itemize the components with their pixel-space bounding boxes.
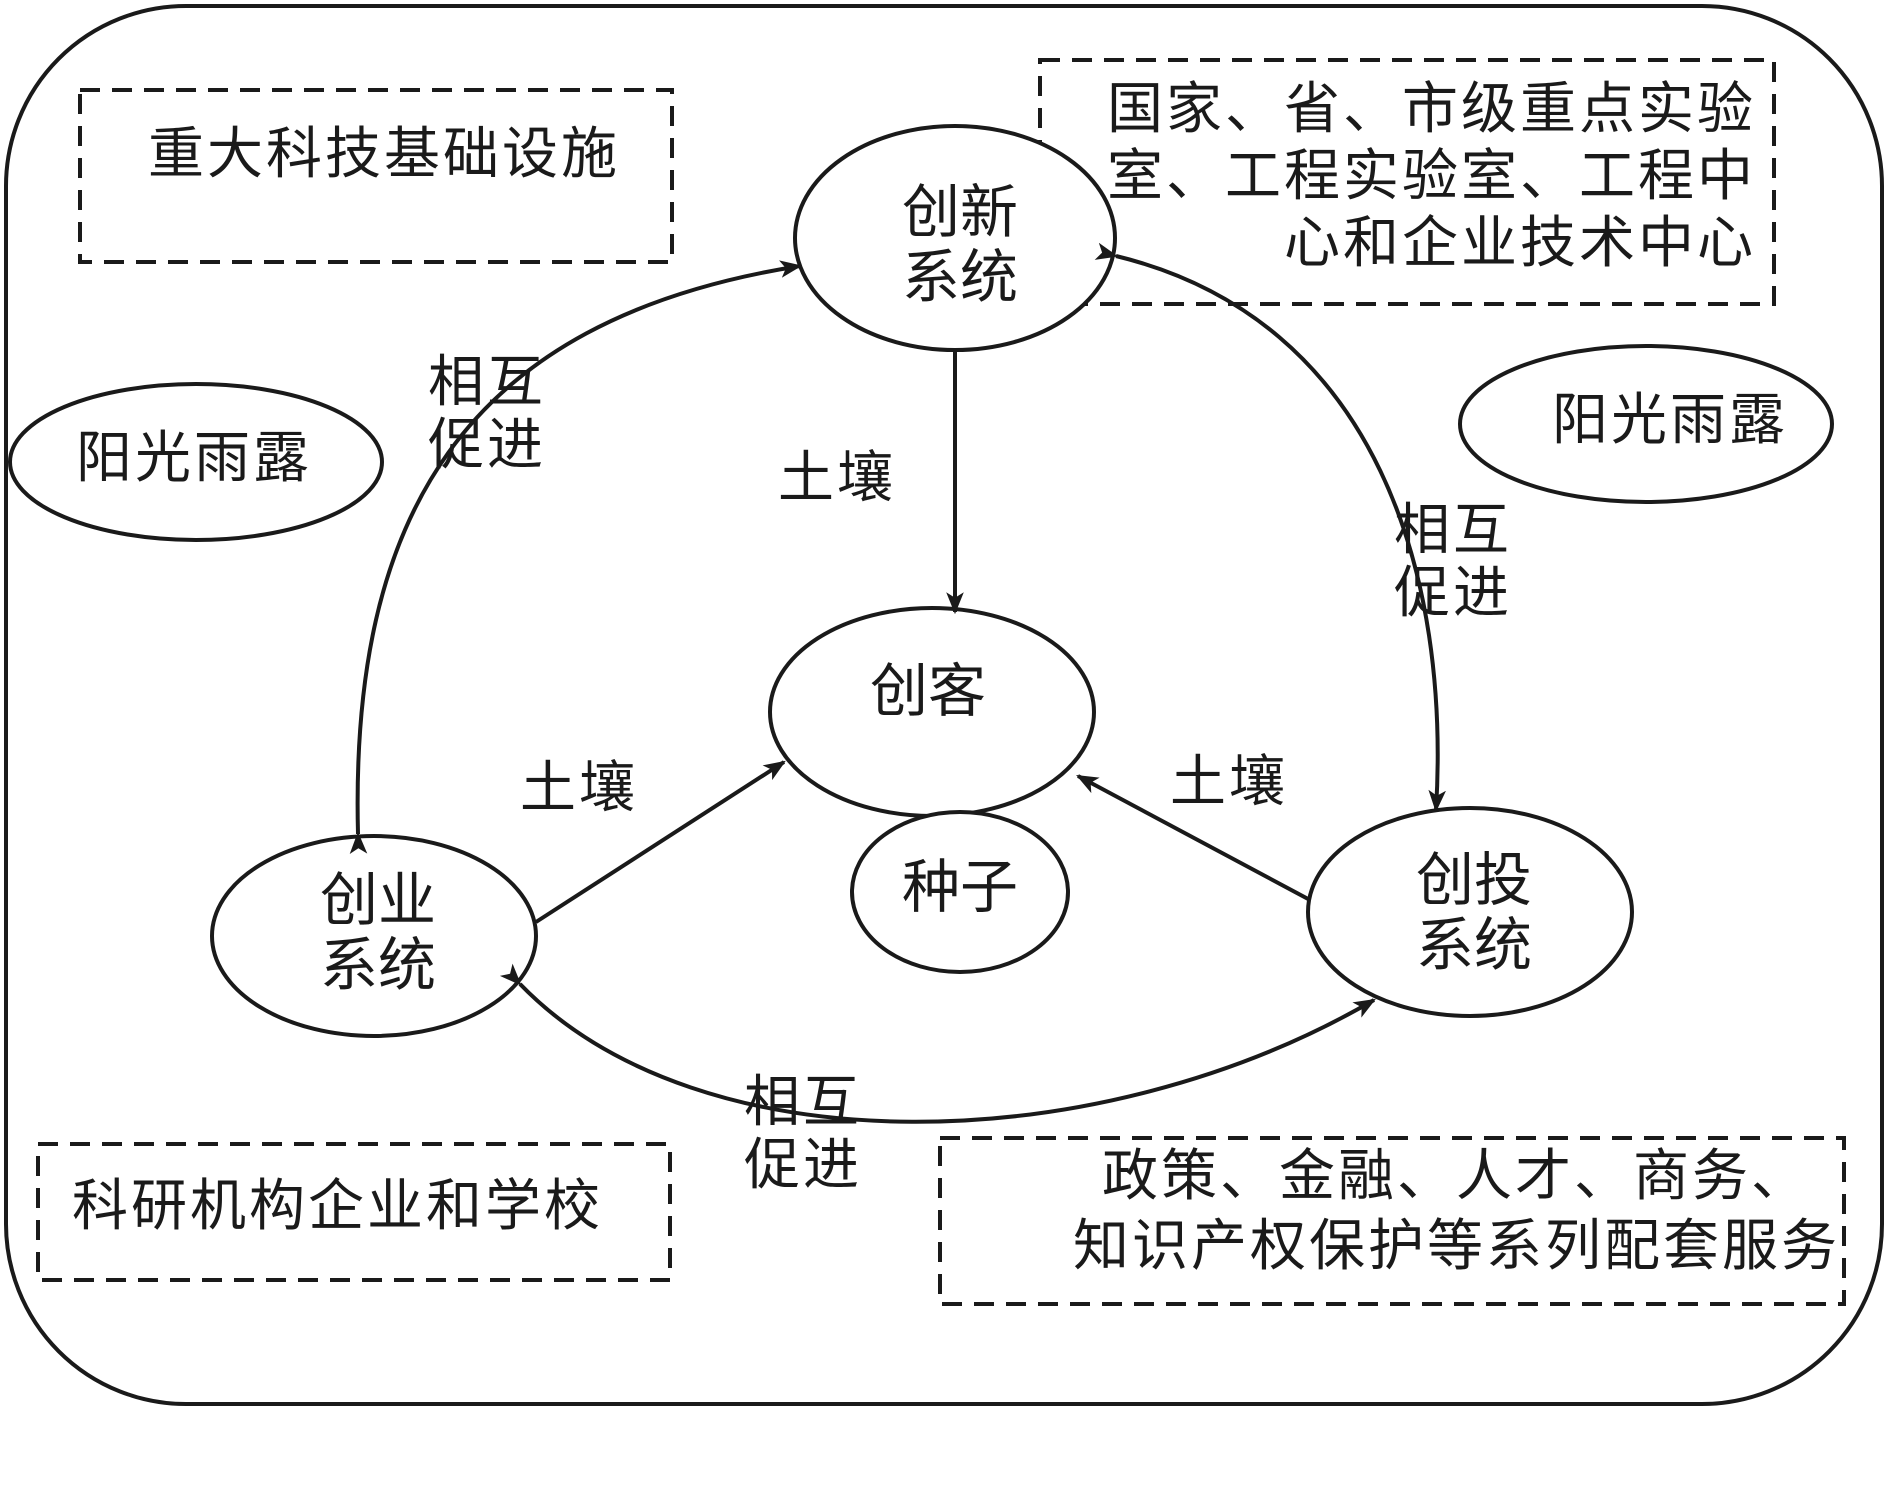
node-venture-ellipse	[1306, 806, 1634, 1018]
edge-mutual-bottom-line-1: 相互	[744, 1070, 862, 1135]
box-labs-line-3: 心和企业技术中心	[1284, 211, 1756, 277]
outer-frame	[4, 4, 1884, 1406]
arrow-startup-venture	[499, 963, 1376, 1124]
box-services-border	[938, 1136, 1846, 1306]
box-institutions-text: 科研机构企业和学校	[72, 1174, 603, 1239]
edge-mutual-left-line-2: 促进	[428, 412, 546, 478]
box-labs-line-2: 室、工程实验室、工程中	[1107, 144, 1756, 210]
box-labs-line-1: 国家、省、市级重点实验	[1107, 77, 1756, 142]
node-maker-label: 创客	[869, 657, 986, 725]
node-innovation-line-1: 创新	[901, 178, 1018, 246]
node-venture-line-2: 系统	[1415, 910, 1532, 979]
box-services-line-1: 政策、金融、人才、商务、	[1102, 1144, 1810, 1209]
node-startup-line-1: 创业	[319, 866, 436, 934]
box-infrastructure-text: 重大科技基础设施	[148, 122, 620, 187]
edge-soil-right-label: 土壤	[1170, 750, 1288, 815]
box-services-text: 政策、金融、人才、商务、 知识产权保护等系列配套服务	[1073, 1142, 1840, 1282]
arrow-innovation-startup	[349, 260, 803, 855]
arrow-innovation-venture	[1094, 242, 1446, 813]
edge-mutual-left-label: 相互 促进	[428, 350, 546, 478]
node-venture-label: 创投 系统	[1394, 848, 1554, 978]
box-labs-text: 国家、省、市级重点实验 室、工程实验室、工程中 心和企业技术中心	[1107, 76, 1756, 278]
node-sunshine-right-label: 阳光雨露	[1552, 388, 1788, 453]
node-sunshine-right-ellipse	[1458, 344, 1834, 504]
node-sunshine-left-label: 阳光雨露	[76, 426, 312, 491]
edge-mutual-right-line-2: 促进	[1394, 560, 1512, 626]
node-seed-label: 种子	[901, 853, 1018, 921]
edge-mutual-right-line-1: 相互	[1394, 498, 1512, 563]
node-innovation-line-2: 系统	[901, 242, 1018, 311]
edge-mutual-bottom-line-2: 促进	[744, 1132, 862, 1198]
edge-soil-left-label: 土壤	[520, 756, 638, 821]
edge-mutual-bottom-label: 相互 促进	[744, 1070, 862, 1198]
node-startup-line-2: 系统	[319, 930, 436, 999]
node-startup-label: 创业 系统	[298, 868, 458, 998]
edge-mutual-left-line-1: 相互	[428, 350, 546, 415]
edge-soil-top-label: 土壤	[778, 446, 896, 511]
node-venture-line-1: 创投	[1415, 846, 1532, 914]
node-innovation-label: 创新 系统	[880, 180, 1040, 310]
box-services-line-2: 知识产权保护等系列配套服务	[1073, 1214, 1840, 1279]
node-innovation-ellipse	[793, 124, 1117, 352]
edge-mutual-right-label: 相互 促进	[1394, 498, 1512, 626]
